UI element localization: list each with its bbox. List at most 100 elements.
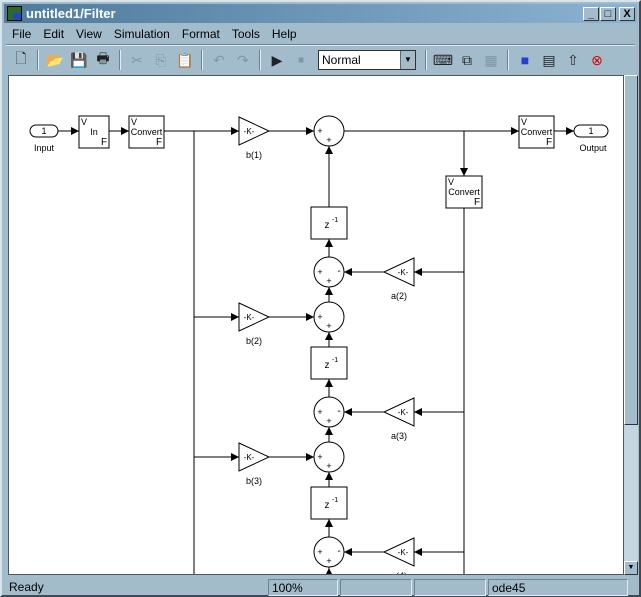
model-explorer-icon[interactable]: ▤ <box>542 51 556 68</box>
arrow-head <box>460 168 468 176</box>
title-bar: untitled1/Filter _ □ X <box>4 4 637 23</box>
output-port-label: 1 <box>588 126 593 136</box>
sum-feedback-1-sign-label: + <box>317 267 322 277</box>
maximize-button[interactable]: □ <box>600 7 616 21</box>
redo-icon[interactable]: ↷ <box>237 51 249 68</box>
vertical-scrollbar[interactable]: ▼ <box>624 75 638 575</box>
minimize-button[interactable]: _ <box>583 7 599 21</box>
in-block[interactable] <box>78 115 110 149</box>
delay-block-1-label: z <box>325 220 330 231</box>
convert-block-feedback-v-label: V <box>448 177 454 187</box>
arrow-head <box>325 472 333 480</box>
scroll-down-button[interactable]: ▼ <box>624 561 638 575</box>
menu-format[interactable]: Format <box>181 27 220 41</box>
menu-help[interactable]: Help <box>271 27 297 41</box>
arrow-head <box>71 127 79 135</box>
gain-b2-name-label: b(2) <box>246 336 262 346</box>
gain-b3[interactable] <box>238 442 271 472</box>
arrow-head <box>121 127 129 135</box>
arrow-head <box>566 127 574 135</box>
convert-block-output-label: Convert <box>521 127 553 137</box>
sum-feedback-2-sign-label: + <box>317 407 322 417</box>
simulation-mode-select[interactable]: Normal▼ <box>318 50 416 70</box>
print-icon[interactable]: 🖶 <box>96 50 110 66</box>
arrow-head <box>231 453 239 461</box>
arrow-head <box>511 127 519 135</box>
convert-block-output[interactable] <box>518 115 555 149</box>
arrow-head <box>325 379 333 387</box>
undo-icon[interactable]: ↶ <box>213 51 225 68</box>
chevron-down-icon[interactable]: ▼ <box>400 51 415 69</box>
convert-block-1-v-label: V <box>131 117 137 127</box>
output-port[interactable] <box>573 124 609 138</box>
play-icon[interactable]: ▶ <box>271 51 283 68</box>
arrow-head <box>306 127 314 135</box>
divider <box>425 50 427 70</box>
status-bar: Ready 100% ode45 <box>4 578 637 597</box>
gain-a4-label: -K- <box>398 548 409 557</box>
stop-icon[interactable]: ■ <box>297 54 305 66</box>
open-icon[interactable]: 📂 <box>46 51 64 68</box>
arrow-head <box>344 408 352 416</box>
gain-b2-label: -K- <box>244 313 255 322</box>
input-port[interactable] <box>29 124 59 138</box>
sum-feedback-3-sign-label: + <box>326 556 331 566</box>
delay-block-1[interactable] <box>310 206 348 240</box>
arrow-head <box>325 239 333 247</box>
menu-file[interactable]: File <box>12 27 32 41</box>
new-icon[interactable]: 🗋 <box>15 50 27 66</box>
scrollbar-thumb[interactable] <box>624 75 638 425</box>
save-icon[interactable]: 💾 <box>70 51 88 68</box>
menu-tools[interactable]: Tools <box>231 27 260 41</box>
gain-b3-name-label: b(3) <box>246 476 262 486</box>
in-block-v-label: V <box>81 117 87 127</box>
arrow-head <box>231 313 239 321</box>
gain-a4-name-label: a(4) <box>391 571 407 575</box>
sum-feedback-1-sign-label: - <box>337 266 340 277</box>
paste-icon[interactable]: 📋 <box>176 51 194 68</box>
in-block-f-label: F <box>101 137 107 148</box>
gain-b1-name-label: b(1) <box>246 150 262 160</box>
go-to-parent-icon[interactable]: ⇧ <box>567 51 579 68</box>
delay-block-3-exp-label: -1 <box>332 497 338 504</box>
delay-block-2[interactable] <box>310 346 348 380</box>
convert-block-feedback-label: Convert <box>448 187 480 197</box>
divider <box>507 50 509 70</box>
gain-a2-name-label: a(2) <box>391 291 407 301</box>
convert-block-feedback[interactable] <box>445 175 483 209</box>
divider <box>259 50 261 70</box>
arrow-head <box>325 146 333 154</box>
update-icon[interactable]: ⧉ <box>462 51 472 68</box>
close-button[interactable]: X <box>619 7 635 21</box>
gain-b1[interactable] <box>238 116 271 146</box>
convert-block-1[interactable] <box>128 115 165 149</box>
menu-simulation[interactable]: Simulation <box>113 27 170 41</box>
divider <box>201 50 203 70</box>
arrow-head <box>325 519 333 527</box>
zoom-level: 100% <box>268 579 338 596</box>
input-port-name-label: Input <box>34 143 55 153</box>
menu-view[interactable]: View <box>76 27 102 41</box>
menu-edit[interactable]: Edit <box>43 27 65 41</box>
debugger-icon[interactable]: ⊗ <box>591 51 603 68</box>
arrow-head <box>344 548 352 556</box>
delay-block-2-exp-label: -1 <box>332 357 338 364</box>
convert-block-output-f-label: F <box>546 137 552 148</box>
arrow-head <box>231 127 239 135</box>
cut-icon[interactable]: ✂ <box>131 51 143 68</box>
simulink-app-icon <box>7 6 22 21</box>
arrow-head <box>326 568 332 574</box>
sum-feedback-3-sign-label: + <box>317 547 322 557</box>
copy-icon[interactable]: ⎘ <box>155 51 167 68</box>
input-port-label: 1 <box>41 126 46 136</box>
sum-forward-2-sign-label: + <box>317 312 322 322</box>
in-block-label: In <box>90 127 98 137</box>
convert-block-1-label: Convert <box>131 127 163 137</box>
arrow-head <box>325 332 333 340</box>
gain-b2[interactable] <box>238 302 271 332</box>
build-icon[interactable]: ⌨ <box>432 51 454 68</box>
library-icon[interactable]: ■ <box>520 52 530 68</box>
debug-icon[interactable]: ▦ <box>484 51 498 68</box>
